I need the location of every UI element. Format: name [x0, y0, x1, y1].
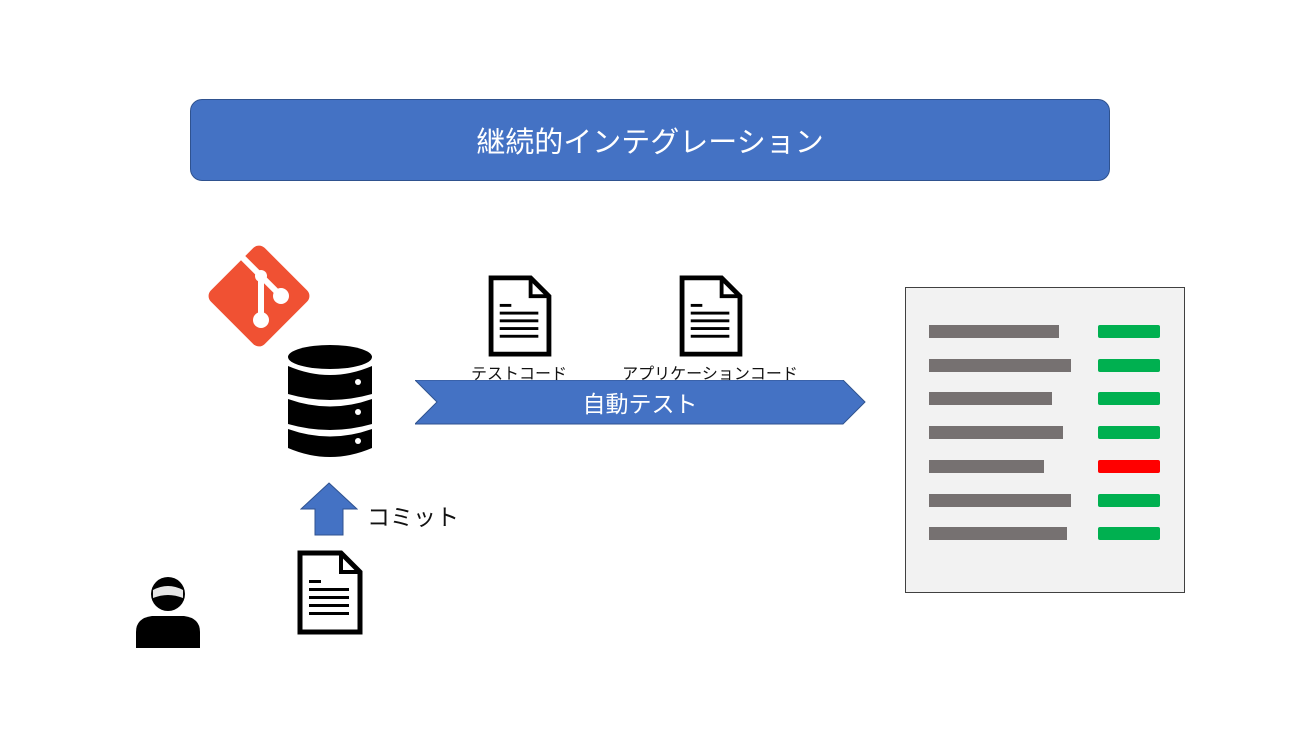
auto-test-label: 自動テスト — [582, 392, 698, 418]
report-row-bar — [929, 527, 1067, 541]
title: 継続的インテグレーション — [476, 125, 824, 159]
auto-test-chevron — [415, 380, 866, 425]
person-icon — [136, 577, 200, 648]
report-status-pass — [1098, 392, 1160, 406]
database-icon — [288, 345, 372, 457]
app-code-document-icon — [679, 275, 743, 357]
report-row-bar — [929, 493, 1071, 507]
up-arrow-icon — [300, 482, 358, 536]
test-report — [905, 287, 1185, 593]
report-status-pass — [1098, 358, 1160, 372]
report-row-bar — [929, 325, 1059, 338]
report-status-pass — [1098, 493, 1160, 507]
report-row-bar — [929, 392, 1052, 406]
app-code-label: アプリケーションコード — [622, 364, 798, 383]
report-row-bar — [929, 459, 1044, 473]
report-status-pass — [1098, 426, 1160, 440]
document-icon — [297, 550, 363, 635]
git-logo-icon — [208, 245, 310, 347]
report-row-bar — [929, 426, 1063, 440]
test-code-label: テストコード — [470, 364, 568, 383]
commit-label: コミット — [367, 505, 459, 531]
report-status-fail — [1098, 459, 1160, 473]
report-row-bar — [929, 358, 1071, 372]
report-status-pass — [1098, 325, 1160, 338]
test-code-document-icon — [488, 275, 552, 357]
report-status-pass — [1098, 527, 1160, 541]
title-banner: 継続的インテグレーション — [190, 99, 1110, 181]
